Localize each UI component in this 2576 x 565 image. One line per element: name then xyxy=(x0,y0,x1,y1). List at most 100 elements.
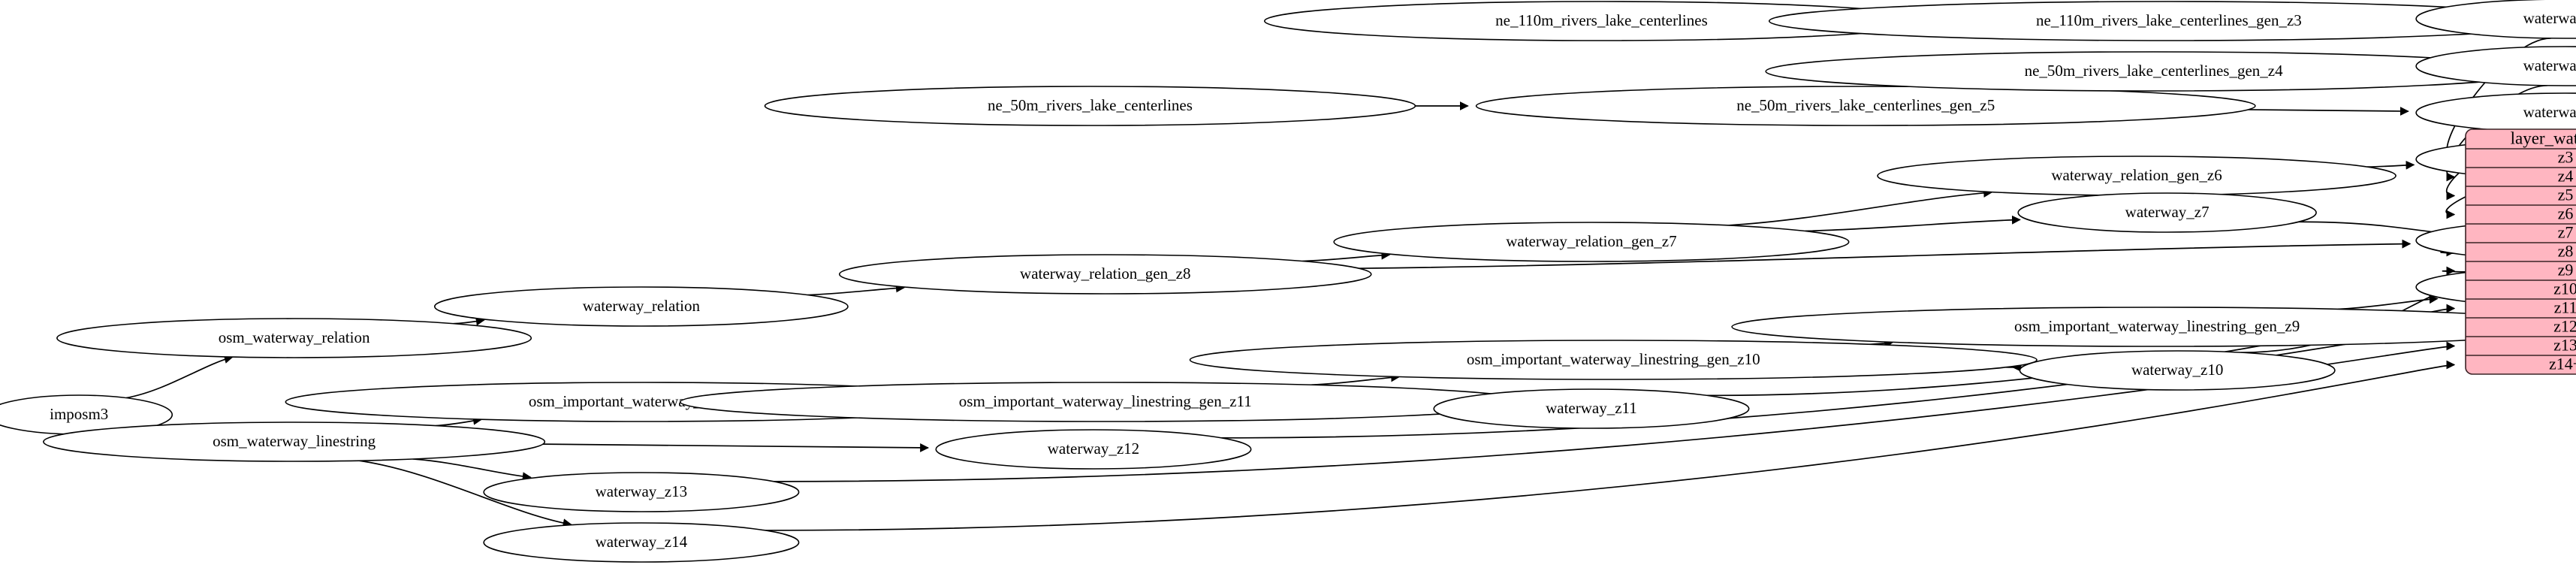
node-ellipse xyxy=(43,421,546,462)
graph-node-osm_waterway_relation[interactable]: osm_waterway_relation xyxy=(56,318,532,358)
node-label: waterway_relation_gen_z8 xyxy=(1020,264,1190,282)
graph-node-imposm3[interactable]: imposm3 xyxy=(0,394,173,435)
layer-table-row-z10[interactable]: z10 xyxy=(2466,279,2576,298)
graph-edge-waterway_relation_gen_z8--to--waterway_z8 xyxy=(1359,239,2412,270)
node-ellipse xyxy=(2019,350,2336,391)
graph-node-osm_waterway_linestring[interactable]: osm_waterway_linestring xyxy=(43,421,546,462)
graph-node-osm_important_waterway_linestring_gen_z11[interactable]: osm_important_waterway_linestring_gen_z1… xyxy=(679,382,1531,422)
row-label: z4 xyxy=(2558,167,2574,186)
row-label: z9 xyxy=(2558,261,2574,279)
graph-node-waterway_z14[interactable]: waterway_z14 xyxy=(483,522,800,563)
node-label: waterway_z4 xyxy=(2523,56,2576,74)
graph-node-waterway_z13[interactable]: waterway_z13 xyxy=(483,472,800,512)
node-ellipse xyxy=(1433,388,1750,429)
row-label: z7 xyxy=(2558,223,2574,242)
row-label: z8 xyxy=(2558,242,2574,261)
node-label: waterway_z12 xyxy=(1048,440,1139,458)
graph-edge-waterway_relation--to--waterway_relation_gen_z8 xyxy=(807,283,905,296)
graph-edge-imposm3--to--osm_waterway_relation xyxy=(125,355,234,399)
node-label: imposm3 xyxy=(50,405,108,423)
graph-node-ne_50m_rivers_lake_centerlines[interactable]: ne_50m_rivers_lake_centerlines xyxy=(764,86,1416,126)
node-label: osm_important_waterway_linestring_gen_z9 xyxy=(2014,317,2300,335)
layer-table-row-z5[interactable]: z5 xyxy=(2466,186,2576,204)
node-ellipse xyxy=(2017,192,2317,233)
graph-node-waterway_z12[interactable]: waterway_z12 xyxy=(935,429,1252,470)
layer-table-row-z14+[interactable]: z14+ xyxy=(2466,355,2576,373)
row-label: z13 xyxy=(2553,336,2576,355)
node-label: waterway_z3 xyxy=(2523,9,2576,27)
node-label: waterway_z13 xyxy=(596,482,687,500)
graph-node-waterway_z11[interactable]: waterway_z11 xyxy=(1433,388,1750,429)
graph-node-waterway_z7[interactable]: waterway_z7 xyxy=(2017,192,2317,233)
layer-table-row-z6[interactable]: z6 xyxy=(2466,204,2576,223)
graph-node-waterway_z3[interactable]: waterway_z3 xyxy=(2415,0,2576,39)
node-label: waterway_z7 xyxy=(2125,203,2210,221)
node-ellipse xyxy=(2415,46,2576,86)
row-label: z14+ xyxy=(2549,355,2576,373)
graph-node-osm_important_waterway_linestring_gen_z10[interactable]: osm_important_waterway_linestring_gen_z1… xyxy=(1189,340,2038,380)
node-ellipse xyxy=(1189,340,2038,380)
graph-edge-osm_waterway_linestring--to--waterway_z14 xyxy=(359,460,572,527)
graph-edge-waterway_z13--to--layer_waterway-z13 xyxy=(773,341,2456,482)
layer-table-row-z12[interactable]: z12 xyxy=(2466,317,2576,336)
layer-table-title: layer_waterway xyxy=(2511,128,2576,147)
layer-table-row-z9[interactable]: z9 xyxy=(2466,261,2576,279)
node-ellipse xyxy=(483,472,800,512)
node-label: ne_110m_rivers_lake_centerlines xyxy=(1495,11,1708,29)
layer-table-row-z8[interactable]: z8 xyxy=(2466,242,2576,261)
graph-node-waterway_z5[interactable]: waterway_z5 xyxy=(2415,92,2576,133)
node-label: osm_important_waterway_linestring_gen_z1… xyxy=(1467,350,1760,368)
graph-node-ne_50m_rivers_lake_centerlines_gen_z4[interactable]: ne_50m_rivers_lake_centerlines_gen_z4 xyxy=(1765,51,2542,92)
node-label: osm_waterway_linestring xyxy=(213,432,376,450)
graph-node-osm_important_waterway_linestring_gen_z9[interactable]: osm_important_waterway_linestring_gen_z9 xyxy=(1731,307,2576,347)
node-label: waterway_z14 xyxy=(596,533,688,551)
layer-table-row-z13[interactable]: z13 xyxy=(2466,336,2576,355)
node-label: waterway_relation_gen_z6 xyxy=(2051,166,2222,184)
graph-edge-waterway_relation_gen_z7--to--waterway_relation_gen_z6 xyxy=(1727,188,1993,226)
row-label: z10 xyxy=(2553,279,2576,298)
graph-node-waterway_relation[interactable]: waterway_relation xyxy=(433,286,849,327)
node-label: waterway_z10 xyxy=(2131,361,2223,379)
graph-node-ne_110m_rivers_lake_centerlines[interactable]: ne_110m_rivers_lake_centerlines xyxy=(1263,1,1940,41)
node-label: ne_50m_rivers_lake_centerlines xyxy=(988,96,1193,114)
graph-node-waterway_relation_gen_z7[interactable]: waterway_relation_gen_z7 xyxy=(1333,222,1850,262)
node-ellipse xyxy=(1333,222,1850,262)
layer-table-row-z4[interactable]: z4 xyxy=(2466,167,2576,186)
node-ellipse xyxy=(2415,0,2576,39)
row-label: z6 xyxy=(2558,204,2574,223)
layer-table-body xyxy=(2465,128,2576,375)
node-label: waterway_relation_gen_z7 xyxy=(1506,232,1676,250)
layer-table-row-z3[interactable]: z3 xyxy=(2466,148,2576,167)
graph-node-waterway_relation_gen_z8[interactable]: waterway_relation_gen_z8 xyxy=(838,254,1372,295)
node-label: waterway_relation xyxy=(583,297,701,315)
graph-node-waterway_z4[interactable]: waterway_z4 xyxy=(2415,46,2576,86)
node-ellipse xyxy=(935,429,1252,470)
graph-edge-osm_waterway_linestring--to--waterway_z13 xyxy=(412,458,532,482)
node-label: ne_110m_rivers_lake_centerlines_gen_z3 xyxy=(2036,11,2302,29)
node-label: osm_waterway_relation xyxy=(219,328,370,346)
node-ellipse xyxy=(1731,307,2576,347)
graph-node-waterway_z10[interactable]: waterway_z10 xyxy=(2019,350,2336,391)
layer-table-row-z7[interactable]: z7 xyxy=(2466,223,2576,242)
layer-waterway-table: layer_waterwayz3z4z5z6z7z8z9z10z11z12z13… xyxy=(2465,128,2576,375)
row-label: z5 xyxy=(2558,186,2574,204)
row-label: z11 xyxy=(2554,298,2576,317)
node-label: ne_50m_rivers_lake_centerlines_gen_z4 xyxy=(2025,62,2284,80)
graph-edge-osm_waterway_relation--to--waterway_relation xyxy=(453,316,485,326)
graph-edge-waterway_z14--to--layer_waterway-z14+ xyxy=(765,360,2456,531)
row-label: z12 xyxy=(2553,317,2576,336)
graph-node-ne_50m_rivers_lake_centerlines_gen_z5[interactable]: ne_50m_rivers_lake_centerlines_gen_z5 xyxy=(1475,86,2256,126)
graph-node-waterway_relation_gen_z6[interactable]: waterway_relation_gen_z6 xyxy=(1877,156,2397,196)
node-label: osm_important_waterway_linestring_gen_z1… xyxy=(959,392,1252,410)
graph-edge-osm_important_waterway_linestring_gen_z11--to--osm_important_waterway_linestring_gen_z10 xyxy=(1311,373,1401,386)
node-ellipse xyxy=(764,86,1416,126)
graph-node-ne_110m_rivers_lake_centerlines_gen_z3[interactable]: ne_110m_rivers_lake_centerlines_gen_z3 xyxy=(1768,1,2569,41)
layer-table-row-z11[interactable]: z11 xyxy=(2466,298,2576,317)
node-label: waterway_z5 xyxy=(2523,103,2576,121)
graph-edge-waterway_relation_gen_z8--to--waterway_relation_gen_z7 xyxy=(1302,250,1391,262)
node-ellipse xyxy=(1475,86,2256,126)
graph-edge-osm_important_waterway_linestring_gen_z9--to--waterway_z9 xyxy=(2338,295,2439,310)
node-label: waterway_z11 xyxy=(1546,399,1637,417)
